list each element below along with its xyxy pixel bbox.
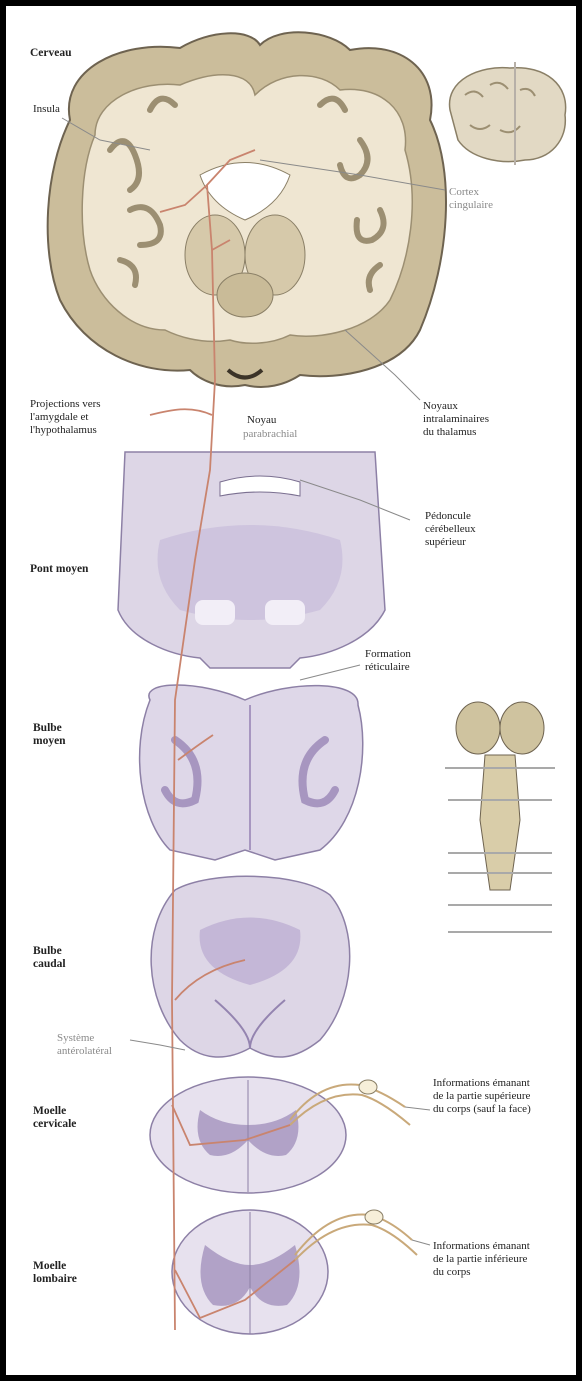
label-bulbe-caudal: Bulbe caudal	[33, 945, 66, 971]
label-parabrachial: parabrachial	[243, 428, 297, 441]
label-bulbe-moyen: Bulbe moyen	[33, 722, 66, 748]
label-insula: Insula	[33, 103, 60, 116]
lumbar-cord-section	[172, 1210, 328, 1334]
label-projections: Projections vers l'amygdale et l'hypotha…	[30, 398, 101, 437]
label-cortex-cingulaire: Cortex cingulaire	[449, 186, 493, 212]
label-pont-moyen: Pont moyen	[30, 563, 88, 576]
label-info-superieure: Informations émanant de la partie supéri…	[433, 1077, 531, 1116]
label-info-inferieure: Informations émanant de la partie inféri…	[433, 1240, 530, 1279]
label-formation-reticulaire: Formation réticulaire	[365, 648, 411, 674]
pons-section	[118, 452, 385, 668]
label-pedoncule: Pédoncule cérébelleux supérieur	[425, 510, 476, 549]
label-cerveau: Cerveau	[30, 47, 72, 60]
brain-coronal-section	[48, 32, 446, 387]
label-noyau: Noyau	[247, 414, 276, 427]
label-systeme-anterolateral: Système antérolatéral	[57, 1032, 112, 1058]
lateral-brain-icon	[450, 62, 566, 165]
label-noyaux-intralaminaires: Noyaux intralaminaires du thalamus	[423, 400, 489, 439]
medulla-caudal-section	[151, 876, 350, 1057]
label-moelle-cervicale: Moelle cervicale	[33, 1105, 76, 1131]
brainstem-icon	[445, 702, 555, 932]
label-moelle-lombaire: Moelle lombaire	[33, 1260, 77, 1286]
